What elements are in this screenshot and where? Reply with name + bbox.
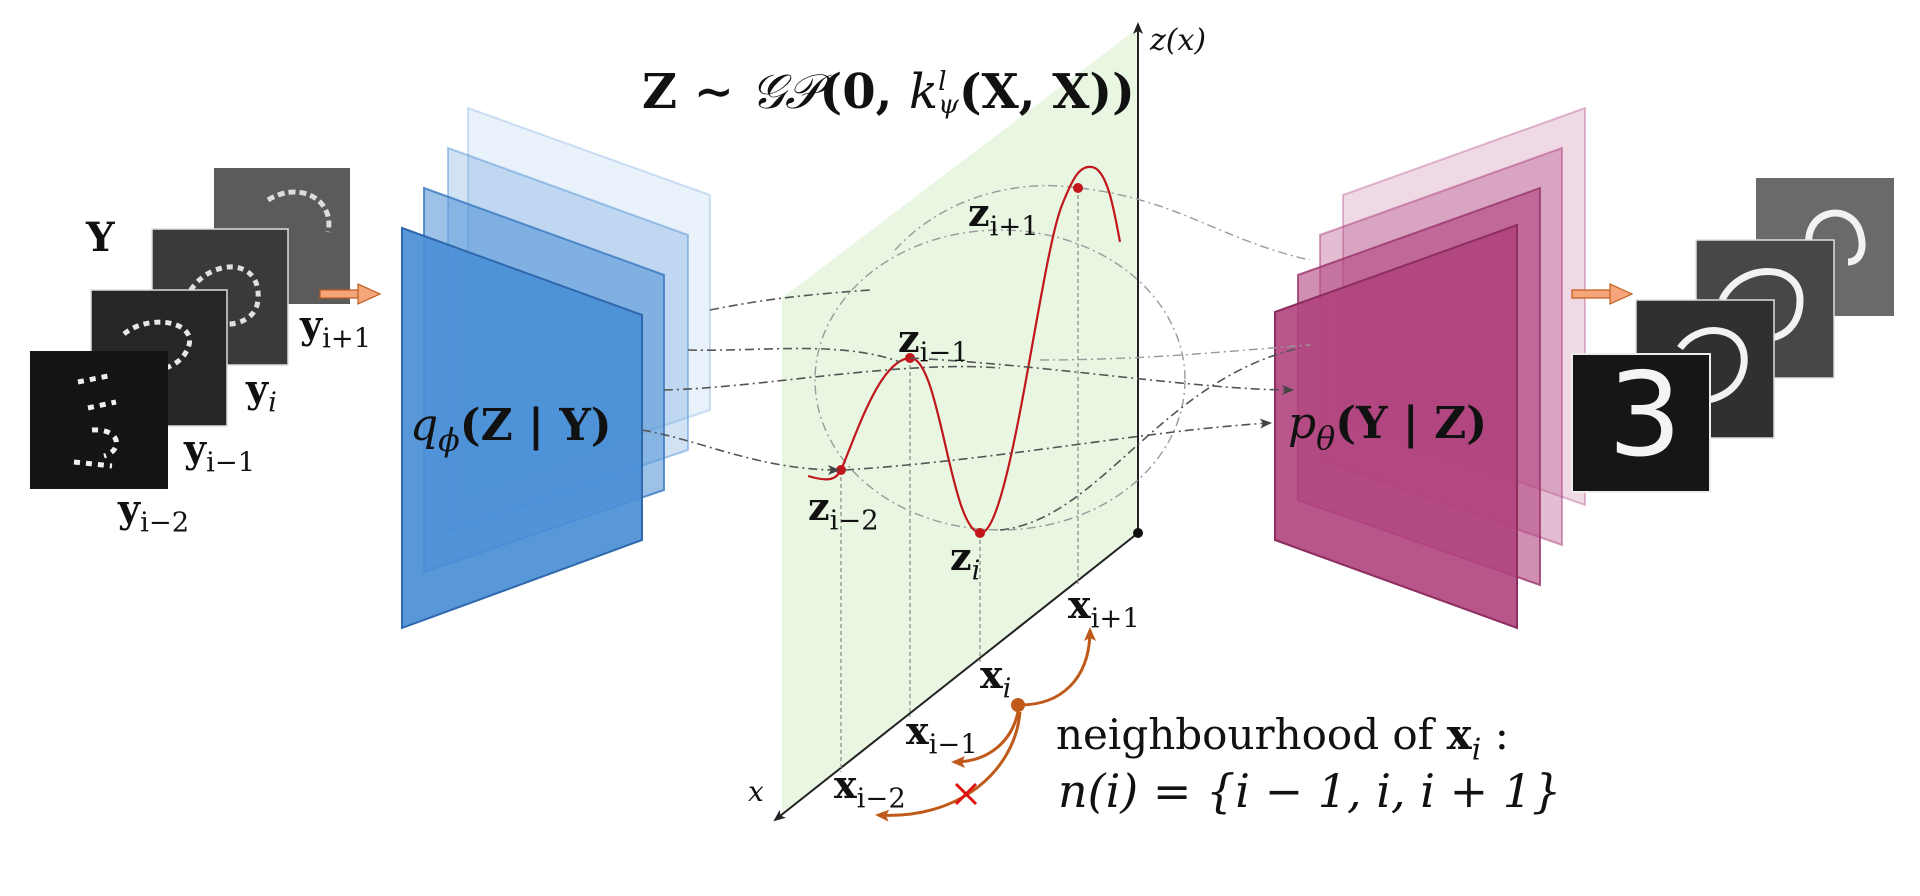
- origin-point: [1133, 528, 1143, 538]
- input-image-stack: [30, 168, 382, 489]
- frame-label-y-i+1: yi+1: [300, 302, 372, 355]
- input-label-x-i: xi: [980, 652, 1012, 705]
- decoder-planes: [1274, 106, 1586, 630]
- neighbourhood-title: neighbourhood of xi :: [1056, 710, 1509, 768]
- neighbourhood-definition: n(i) = {i − 1, i, i + 1}: [1058, 764, 1562, 818]
- neighbourhood-arrows: [875, 627, 1096, 822]
- x-axis-label: x: [748, 775, 764, 808]
- latent-point-z-i+1: [1073, 183, 1083, 193]
- decoder-label: pθ(Y | Z): [1288, 398, 1488, 458]
- latent-label-z-i: zi: [950, 534, 981, 587]
- latent-label-z-i-2: zi−2: [808, 484, 879, 537]
- input-label-x-i-2: xi−2: [834, 762, 906, 815]
- output-digit: 3: [1608, 348, 1682, 483]
- z-axis-label: z(x): [1150, 23, 1207, 58]
- frame-label-y-i: yi: [246, 366, 277, 419]
- latent-space: [773, 22, 1311, 822]
- excluded-neighbour-cross: [954, 782, 978, 806]
- output-image-stack: [1571, 178, 1894, 493]
- frame-label-y-i-2: yi−2: [118, 486, 190, 539]
- latent-label-z-i-1: zi−1: [898, 316, 969, 369]
- input-frame-1: [30, 351, 168, 489]
- input-label-x-i-1: xi−1: [906, 708, 978, 761]
- encoder-label: qϕ(Z | Y): [410, 400, 612, 460]
- latent-plane: [782, 28, 1138, 815]
- output-arrow: [1571, 283, 1634, 305]
- latent-point-z-i: [975, 528, 985, 538]
- input-arrow: [319, 283, 382, 305]
- neighbourhood-center-point: [1011, 698, 1025, 712]
- frame-label-y-i-1: yi−1: [184, 426, 256, 479]
- latent-label-z-i+1: zi+1: [968, 190, 1039, 243]
- encoder-planes: [401, 106, 711, 630]
- output-frame-1: [1571, 353, 1711, 493]
- flow-arrows: [641, 289, 1301, 531]
- latent-point-z-i-2: [836, 465, 846, 475]
- input-label-x-i+1: xi+1: [1068, 582, 1140, 635]
- input-set-label: Y: [86, 214, 115, 261]
